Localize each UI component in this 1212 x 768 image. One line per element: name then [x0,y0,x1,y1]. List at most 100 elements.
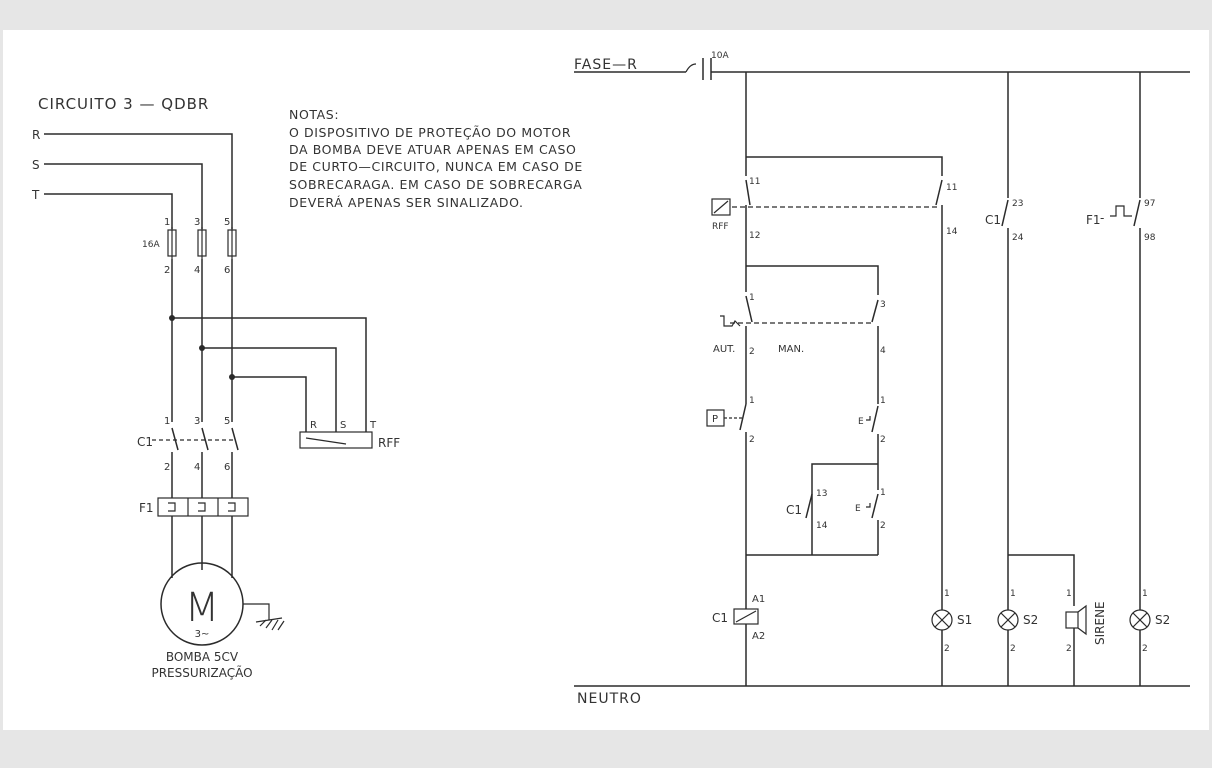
power-circuit: CIRCUITO 3 — QDBR R S T 16A 1 3 5 2 4 6 [31,95,400,680]
notes-line: DEVERÁ APENAS SER SINALIZADO. [289,195,524,210]
seal-branch [811,463,878,555]
estop-terminal: 2 [880,435,886,445]
overload-relay: F1 [139,497,249,517]
siren-icon [1065,611,1079,629]
phase-failure-relay: R S T RFF [299,420,400,450]
start-terminal: 2 [880,521,886,531]
contactor-coil: C1 A1 A2 [712,594,765,642]
lamp-terminal: 1 [1142,589,1148,599]
siren-terminal: 1 [1066,589,1072,599]
selector-terminal: 3 [880,300,886,310]
fuse-terminal-6: 6 [224,265,230,276]
phase-s-label: S [32,158,40,172]
contactor-terminal-3: 3 [194,416,200,427]
aux-label: C1 [985,213,1001,227]
selector-bridge [746,265,879,295]
coil-terminal: A1 [752,594,765,605]
selector-terminal: 4 [880,346,886,356]
overload-aux-label: F1 [1086,213,1101,227]
motor-caption-2: PRESSURIZAÇÃO [151,665,252,680]
notes-line: SOBRECARAGA. EM CASO DE SOBRECARGA [289,177,582,192]
rff-contacts: RFF 11 12 11 14 [711,177,958,241]
notes-title: NOTAS: [289,107,339,122]
seal-label: C1 [786,503,802,517]
supply-label: FASE—R [574,57,638,73]
rff-terminal: 11 [946,183,957,193]
selector-terminal: 1 [749,293,755,303]
lamp-terminal: 1 [1010,589,1016,599]
start-terminal: 1 [880,488,886,498]
motor-phase: 3~ [195,629,210,640]
fuse-terminal-1: 1 [164,217,170,228]
neutral-label: NEUTRO [577,691,642,707]
ground-icon [243,603,285,631]
breaker-icon: 10A [685,51,729,80]
phase-r-wire [44,133,233,229]
seal-contact: C1 13 14 [786,489,828,531]
rff-terminal: 11 [749,177,760,187]
fuse-terminal-2: 2 [164,265,170,276]
siren-branch [1008,554,1075,606]
lamp-label: S2 [1023,613,1038,627]
rff-terminal: 14 [946,227,958,237]
contactor-terminal-5: 5 [224,416,230,427]
phase-r-label: R [32,128,40,142]
contactor-terminal-6: 6 [224,462,230,473]
overload-aux-terminal: 97 [1144,199,1155,209]
lamp-s2-b: S2 1 2 [1129,589,1170,654]
estop-terminal: 1 [880,396,886,406]
pressure-symbol: P [712,414,718,425]
power-circuit-title: CIRCUITO 3 — QDBR [38,95,209,113]
selector-auto-label: AUT. [713,344,735,355]
rff-feed [746,156,943,176]
lamp-terminal: 2 [944,644,950,654]
start-symbol: E [855,504,861,514]
lamp-s1: S1 1 2 [931,589,972,654]
contactor-main-contacts: C1 1 3 5 2 4 6 [137,416,239,473]
relay-box-icon [711,198,731,216]
breaker-rating: 10A [711,51,729,61]
rff-terminal-t: T [369,420,377,431]
aux-contact: C1 23 24 [985,199,1024,243]
rff-tap-r [232,376,307,432]
rff-terminal-s: S [340,420,346,431]
lamp-terminal: 1 [944,589,950,599]
selector-manual-label: MAN. [778,344,804,355]
fuse-rating: 16A [142,240,160,250]
seal-terminal: 14 [816,521,828,531]
start-button: E 1 2 [855,488,886,531]
phase-t-label: T [31,188,40,202]
siren: 1 2 SIRENE [1065,589,1107,654]
coil-terminal: A2 [752,631,765,642]
pressure-terminal: 1 [749,396,755,406]
siren-label: SIRENE [1093,601,1107,645]
rff-label: RFF [378,436,400,450]
phase-s-wire [44,163,203,229]
contactor-label: C1 [137,435,153,449]
aux-terminal: 23 [1012,199,1023,209]
notes-line: DA BOMBA DEVE ATUAR APENAS EM CASO [289,142,576,157]
contactor-terminal-2: 2 [164,462,170,473]
contactor-terminal-4: 4 [194,462,200,473]
emergency-stop: E 1 2 [858,396,886,445]
fuse-terminal-3: 3 [194,217,200,228]
lamp-s2-a: S2 1 2 [997,589,1038,654]
phase-t-wire [44,193,173,229]
seal-terminal: 13 [816,489,827,499]
rff-terminal: 12 [749,231,760,241]
pressure-terminal: 2 [749,435,755,445]
notes-line: DE CURTO—CIRCUITO, NUNCA EM CASO DE [289,159,583,174]
estop-symbol: E [858,417,864,427]
coil-label: C1 [712,611,728,625]
fuse-terminal-5: 5 [224,217,230,228]
pump-motor: M 3~ BOMBA 5CV PRESSURIZAÇÃO [151,562,253,680]
fuse-set: 16A 1 3 5 2 4 6 [142,217,237,276]
control-circuit: FASE—R 10A NEUTRO RFF 11 12 11 14 [574,51,1190,707]
rff-tap-t [172,317,367,432]
motor-caption-1: BOMBA 5CV [166,650,239,664]
notes-line: O DISPOSITIVO DE PROTEÇÃO DO MOTOR [289,125,571,140]
lamp-label: S1 [957,613,972,627]
selector-switch: 1 2 3 4 AUT. MAN. [713,293,886,357]
